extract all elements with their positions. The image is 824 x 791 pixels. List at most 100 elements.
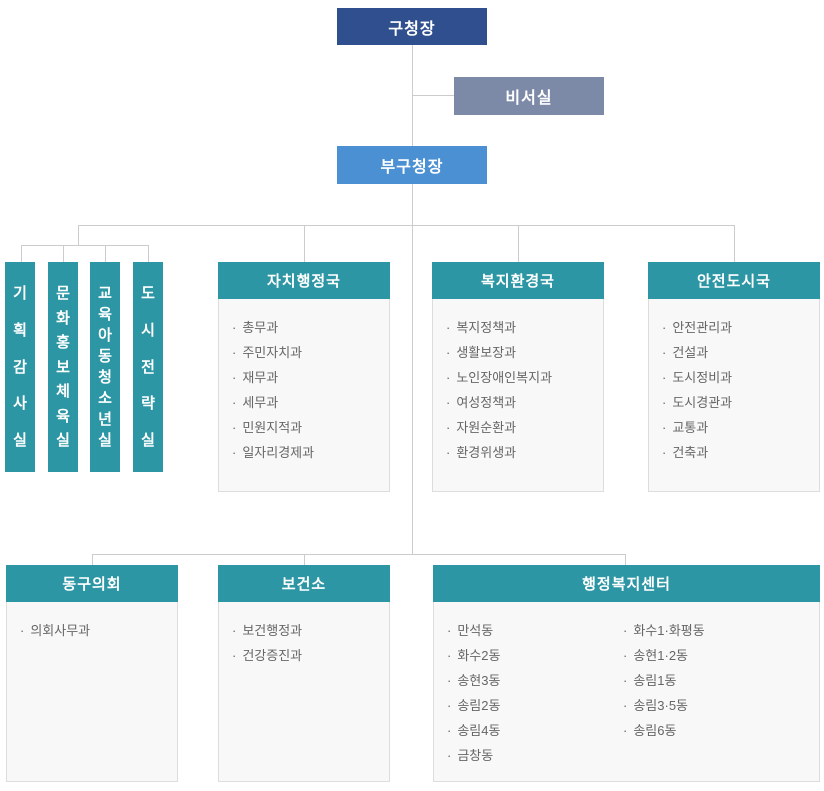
dept-item: ·여성정책과: [446, 390, 597, 415]
bullet: ·: [662, 420, 667, 435]
bar-culture-pr-sports-office: 문 화 홍 보 체 육 실: [48, 262, 78, 472]
vice-mayor-box: 부구청장: [337, 146, 487, 184]
connector-secretary: [412, 95, 454, 96]
dept-item: ·도시정비과: [662, 365, 813, 390]
dept-header-safe-city: 안전도시국: [648, 262, 820, 299]
dept-box-autonomous-admin: 자치행정국 ·총무과 ·주민자치과 ·재무과 ·세무과 ·민원지적과 ·일자리경…: [218, 262, 390, 492]
bullet: ·: [232, 320, 237, 335]
bar-planning-audit-office: 기 획 감 사 실: [5, 262, 35, 472]
admin-welfare-center-col-left: ·만석동 ·화수2동 ·송현3동 ·송림2동 ·송림4동 ·금창동: [447, 618, 623, 781]
connector-dept-drop-3: [734, 225, 735, 262]
bullet: ·: [446, 370, 451, 385]
health-center-list: ·보건행정과 ·건강증진과: [219, 602, 389, 781]
bullet: ·: [232, 345, 237, 360]
mayor-label: 구청장: [388, 20, 436, 38]
dept-list-safe-city: ·안전관리과 ·건설과 ·도시정비과 ·도시경관과 ·교통과 ·건축과: [649, 299, 819, 491]
box-health-center: 보건소 ·보건행정과 ·건강증진과: [218, 565, 390, 782]
bullet: ·: [20, 623, 25, 638]
bar-culture-pr-sports-label: 문 화 홍 보 체 육 실: [56, 285, 70, 449]
dept-item: ·화수1·화평동: [623, 618, 813, 643]
connector-staff-drop: [78, 225, 79, 245]
bullet: ·: [662, 345, 667, 360]
bullet: ·: [446, 445, 451, 460]
connector-staff-drop-4: [148, 245, 149, 262]
dept-item: ·복지정책과: [446, 315, 597, 340]
dept-item: ·만석동: [447, 618, 623, 643]
bullet: ·: [623, 723, 628, 738]
bullet: ·: [447, 673, 452, 688]
dept-box-welfare-environment: 복지환경국 ·복지정책과 ·생활보장과 ·노인장애인복지과 ·여성정책과 ·자원…: [432, 262, 604, 492]
bullet: ·: [623, 623, 628, 638]
bullet: ·: [662, 445, 667, 460]
connector-staff-drop-2: [63, 245, 64, 262]
dept-item: ·의회사무과: [20, 618, 171, 643]
dept-item: ·재무과: [232, 365, 383, 390]
admin-welfare-center-list: ·만석동 ·화수2동 ·송현3동 ·송림2동 ·송림4동 ·금창동 ·화수1·화…: [434, 602, 819, 781]
connector-dept-drop-2: [518, 225, 519, 262]
dept-header-autonomous-admin: 자치행정국: [218, 262, 390, 299]
vice-mayor-label: 부구청장: [380, 159, 444, 176]
bullet: ·: [623, 673, 628, 688]
bullet: ·: [447, 648, 452, 663]
dept-item: ·일자리경제과: [232, 440, 383, 465]
district-council-header: 동구의회: [6, 565, 178, 602]
dept-item: ·화수2동: [447, 643, 623, 668]
bullet: ·: [232, 420, 237, 435]
bullet: ·: [446, 420, 451, 435]
dept-item: ·송림4동: [447, 718, 623, 743]
connector-bottom-drop-2: [304, 554, 305, 565]
bar-city-strategy-office: 도 시 전 략 실: [133, 262, 163, 472]
dept-item: ·자원순환과: [446, 415, 597, 440]
dept-item: ·금창동: [447, 743, 623, 768]
dept-item: ·안전관리과: [662, 315, 813, 340]
mayor-box: 구청장: [337, 8, 487, 45]
dept-item: ·환경위생과: [446, 440, 597, 465]
bullet: ·: [447, 698, 452, 713]
connector-main-bracket: [78, 225, 734, 226]
dept-item: ·송림6동: [623, 718, 813, 743]
dept-item: ·송현1·2동: [623, 643, 813, 668]
secretary-box: 비서실: [454, 77, 604, 115]
dept-item: ·도시경관과: [662, 390, 813, 415]
connector-dept-drop-1: [304, 225, 305, 262]
dept-item: ·세무과: [232, 390, 383, 415]
dept-item: ·주민자치과: [232, 340, 383, 365]
bullet: ·: [447, 723, 452, 738]
bullet: ·: [446, 320, 451, 335]
bullet: ·: [447, 748, 452, 763]
bullet: ·: [232, 445, 237, 460]
dept-item: ·노인장애인복지과: [446, 365, 597, 390]
dept-item: ·송현3동: [447, 668, 623, 693]
admin-welfare-center-col-right: ·화수1·화평동 ·송현1·2동 ·송림1동 ·송림3·5동 ·송림6동: [623, 618, 813, 781]
bar-education-children-youth-label: 교 육 아 동 청 소 년 실: [98, 285, 112, 449]
connector-bottom-drop-1: [92, 554, 93, 565]
dept-item: ·총무과: [232, 315, 383, 340]
dept-item: ·생활보장과: [446, 340, 597, 365]
secretary-label: 비서실: [505, 90, 553, 107]
bullet: ·: [447, 623, 452, 638]
bullet: ·: [623, 698, 628, 713]
connector-staff-bracket: [21, 245, 148, 246]
bullet: ·: [232, 648, 237, 663]
dept-item: ·건강증진과: [232, 643, 383, 668]
connector-vice-down: [412, 184, 413, 554]
dept-list-welfare-environment: ·복지정책과 ·생활보장과 ·노인장애인복지과 ·여성정책과 ·자원순환과 ·환…: [433, 299, 603, 491]
bar-education-children-youth-office: 교 육 아 동 청 소 년 실: [90, 262, 120, 472]
dept-item: ·건축과: [662, 440, 813, 465]
bullet: ·: [662, 320, 667, 335]
connector-staff-drop-1: [21, 245, 22, 262]
bar-city-strategy-label: 도 시 전 략 실: [141, 285, 155, 449]
connector-bottom-drop-3: [625, 554, 626, 565]
bullet: ·: [232, 395, 237, 410]
connector-bottom-bracket: [92, 554, 625, 555]
bullet: ·: [623, 648, 628, 663]
bullet: ·: [662, 370, 667, 385]
health-center-header: 보건소: [218, 565, 390, 602]
dept-box-safe-city: 안전도시국 ·안전관리과 ·건설과 ·도시정비과 ·도시경관과 ·교통과 ·건축…: [648, 262, 820, 492]
dept-item: ·교통과: [662, 415, 813, 440]
dept-item: ·송림1동: [623, 668, 813, 693]
dept-item: ·보건행정과: [232, 618, 383, 643]
admin-welfare-center-header: 행정복지센터: [433, 565, 820, 602]
bullet: ·: [446, 395, 451, 410]
